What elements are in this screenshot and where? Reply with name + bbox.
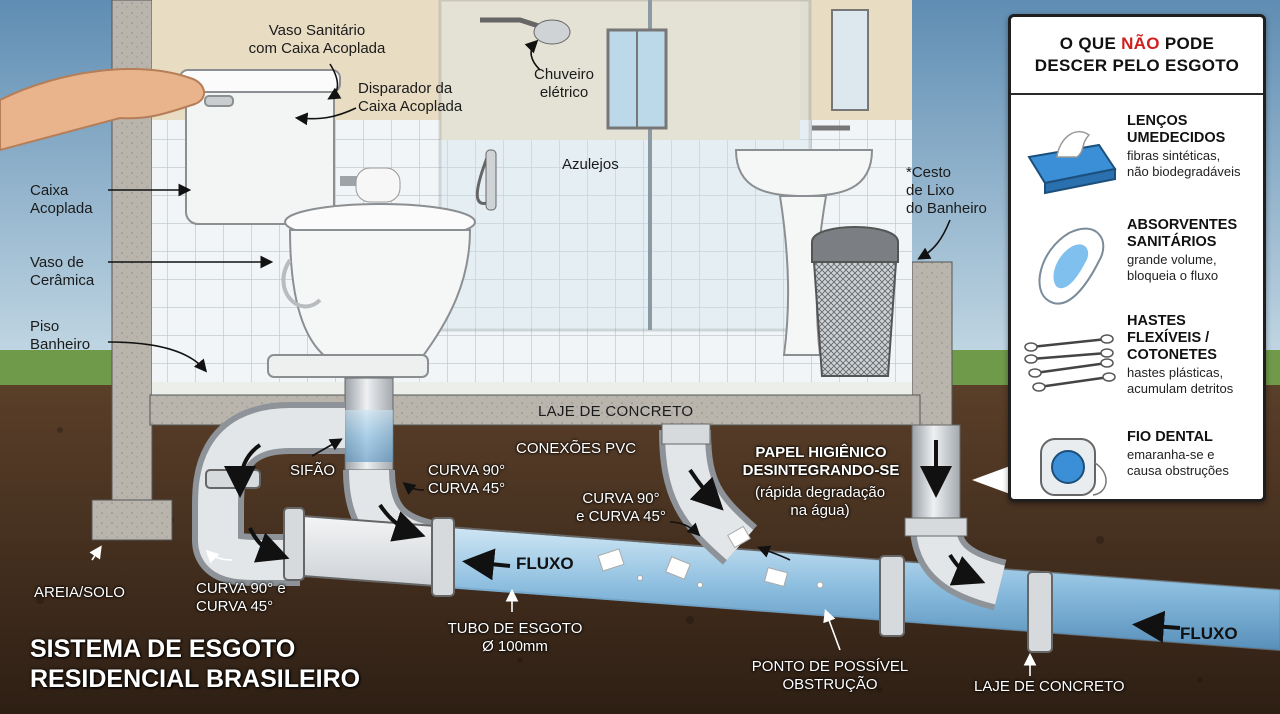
wet-wipes-icon bbox=[1027, 130, 1117, 195]
label-chuveiro: Chuveiro elétrico bbox=[533, 66, 595, 101]
panel-title-emphasis: NÃO bbox=[1121, 34, 1160, 53]
label-laje-top: LAJE DE CONCRETO bbox=[538, 403, 694, 420]
shower-head bbox=[475, 17, 571, 211]
label-papel-title: PAPEL HIGIÊNICO DESINTEGRANDO-SE bbox=[742, 444, 900, 479]
leader-lines bbox=[89, 39, 1037, 676]
label-curva-1: CURVA 90° CURVA 45° bbox=[428, 462, 506, 497]
label-conexoes: CONEXÕES PVC bbox=[516, 440, 637, 457]
flow-arrows bbox=[224, 440, 1181, 643]
label-disparador: Disparador da Caixa Acoplada bbox=[358, 80, 463, 115]
item-description: hastes plásticas, acumulam detritos bbox=[1127, 365, 1234, 396]
panel-item-wipes: LENÇOS UMEDECIDOS fibras sintéticas, não… bbox=[1011, 113, 1263, 213]
label-ponto-obstrucao: PONTO DE POSSÍVEL OBSTRUÇÃO bbox=[751, 658, 909, 693]
panel-divider bbox=[1011, 93, 1263, 95]
panel-item-pads: ABSORVENTES SANITÁRIOS grande volume, bl… bbox=[1011, 217, 1263, 317]
label-laje-bottom: LAJE DE CONCRETO bbox=[974, 678, 1125, 695]
label-vaso-sanitario: Vaso Sanitário com Caixa Acoplada bbox=[248, 22, 386, 57]
panel-item-swabs: HASTES FLEXÍVEIS / COTONETES hastes plás… bbox=[1011, 313, 1263, 413]
label-vaso-ceramica: Vaso de Cerâmica bbox=[30, 254, 95, 289]
flow-label-2: FLUXO bbox=[1180, 624, 1238, 643]
dental-floss-icon bbox=[1040, 438, 1107, 496]
label-papel-desc: (rápida degradação na água) bbox=[754, 484, 886, 519]
sanitary-pad-icon bbox=[1038, 227, 1105, 305]
item-heading: ABSORVENTES SANITÁRIOS bbox=[1127, 217, 1238, 250]
label-caixa-acoplada: Caixa Acoplada bbox=[30, 182, 93, 217]
panel-title: O QUE NÃO PODE DESCER PELO ESGOTO bbox=[1034, 34, 1240, 75]
item-description: fibras sintéticas, não biodegradáveis bbox=[1127, 148, 1241, 179]
label-curva-3: CURVA 90° e CURVA 45° bbox=[196, 580, 286, 615]
panel-pointer bbox=[972, 466, 1010, 494]
label-curva-2: CURVA 90° e CURVA 45° bbox=[576, 490, 666, 525]
forbidden-items-panel: O QUE NÃO PODE DESCER PELO ESGOTO LENÇOS… bbox=[1008, 14, 1266, 502]
mirror bbox=[831, 9, 869, 111]
panel-item-floss: FIO DENTAL emaranha-se e causa obstruçõe… bbox=[1011, 429, 1263, 529]
label-sifao: SIFÃO bbox=[290, 462, 336, 479]
left-footing bbox=[91, 499, 173, 541]
paper-fragments bbox=[597, 525, 824, 589]
item-description: emaranha-se e causa obstruções bbox=[1127, 447, 1229, 478]
trash-can bbox=[811, 226, 899, 377]
item-heading: HASTES FLEXÍVEIS / COTONETES bbox=[1127, 313, 1217, 363]
diagram-title: SISTEMA DE ESGOTO RESIDENCIAL BRASILEIRO bbox=[30, 635, 361, 693]
hand bbox=[0, 68, 205, 152]
label-cesto: *Cesto de Lixo do Banheiro bbox=[906, 164, 987, 217]
bathroom-floor bbox=[152, 382, 912, 398]
toilet-paper-holder bbox=[340, 167, 401, 203]
flow-label-1: FLUXO bbox=[516, 554, 574, 573]
item-heading: LENÇOS UMEDECIDOS bbox=[1127, 113, 1226, 146]
item-description: grande volume, bloqueia o fluxo bbox=[1127, 252, 1219, 283]
label-areia-solo: AREIA/SOLO bbox=[34, 584, 125, 601]
label-tubo: TUBO DE ESGOTO Ø 100mm bbox=[447, 620, 583, 655]
label-piso: Piso Banheiro bbox=[30, 318, 91, 353]
label-azulejos: Azulejos bbox=[562, 156, 619, 173]
cotton-swab-icon bbox=[1024, 334, 1116, 392]
item-heading: FIO DENTAL bbox=[1127, 429, 1213, 445]
